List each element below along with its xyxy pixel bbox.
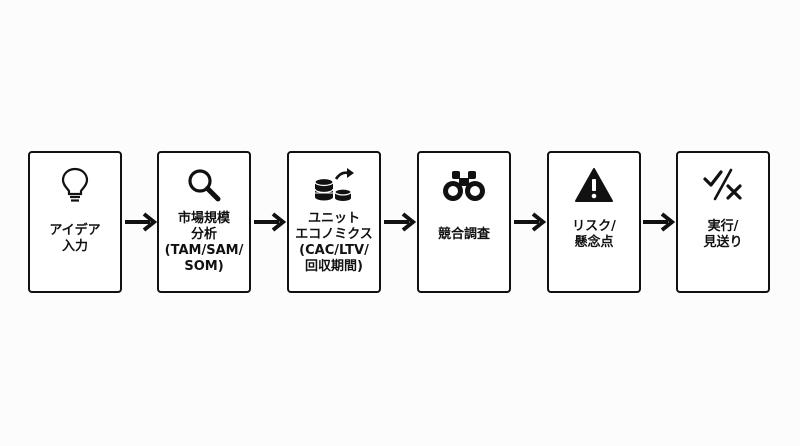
step-label-line: アイデア [49,223,101,238]
step-label: アイデア 入力 [49,205,100,291]
step-label: 市場規模 分析 (TAM/SAM/ SOM) [165,205,244,291]
step-market-size-analysis: 市場規模 分析 (TAM/SAM/ SOM) [157,151,251,293]
arrow-right-icon [254,212,287,232]
arrow-right-icon [384,212,417,232]
step-label-line: 見送り [703,235,743,250]
step-label-line: エコノミクス [295,227,373,242]
step-label-line: (TAM/SAM/ [164,243,244,258]
binoculars-icon [434,165,494,205]
step-label-line: 市場規模 [177,211,230,226]
check-cross-icon [693,165,753,205]
step-unit-economics: ユニット エコノミクス (CAC/LTV/ 回収期間) [287,151,381,293]
step-competitor-research: 競合調査 [417,151,511,293]
step-label-line: SOM) [184,259,224,274]
warning-icon [564,165,624,205]
arrow-right-icon [643,212,676,232]
step-idea-input: アイデア 入力 [28,151,122,293]
step-label: 競合調査 [438,205,490,291]
step-label-line: 入力 [61,239,88,254]
step-label-line: 回収期間) [305,259,363,274]
step-label: 実行/ 見送り [703,205,742,291]
arrow-right-icon [514,212,547,232]
lightbulb-icon [45,165,105,205]
magnifier-icon [174,165,234,205]
step-label: リスク/ 懸念点 [572,205,616,291]
step-label-line: 懸念点 [574,235,614,250]
step-label-line: (CAC/LTV/ [299,243,369,258]
coins-growth-icon [304,165,364,205]
step-label-line: ユニット [307,211,360,226]
arrow-right-icon [125,212,158,232]
step-label-line: 競合調査 [437,227,490,242]
step-label-line: リスク/ [572,219,616,234]
step-risks-concerns: リスク/ 懸念点 [547,151,641,293]
step-label-line: 分析 [190,227,217,242]
step-execute-or-pass: 実行/ 見送り [676,151,770,293]
step-label-line: 実行/ [707,219,739,234]
step-label: ユニット エコノミクス (CAC/LTV/ 回収期間) [295,205,373,291]
